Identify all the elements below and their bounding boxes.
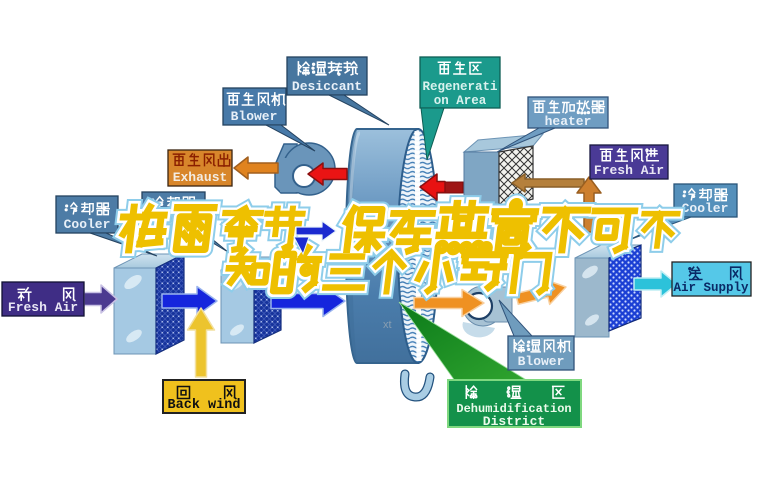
- svg-text:Blower: Blower: [518, 354, 565, 369]
- svg-text:Dehumidification: Dehumidification: [456, 402, 571, 416]
- svg-text:Desiccant: Desiccant: [292, 79, 362, 94]
- svg-text:Cooler: Cooler: [682, 201, 729, 216]
- svg-text:Air Supply: Air Supply: [673, 281, 749, 295]
- svg-text:Back wind: Back wind: [168, 398, 241, 413]
- svg-text:Blower: Blower: [231, 109, 278, 124]
- svg-text:xt: xt: [383, 319, 392, 331]
- svg-text:Fresh Air: Fresh Air: [8, 300, 78, 315]
- svg-text:District: District: [483, 414, 545, 429]
- svg-text:Fresh Air: Fresh Air: [594, 163, 664, 178]
- svg-text:heater: heater: [545, 114, 592, 129]
- svg-text:Regenerati: Regenerati: [422, 80, 497, 94]
- svg-text:on Area: on Area: [434, 94, 487, 108]
- svg-text:Cooler: Cooler: [64, 217, 111, 232]
- svg-text:Exhaust: Exhaust: [173, 170, 228, 185]
